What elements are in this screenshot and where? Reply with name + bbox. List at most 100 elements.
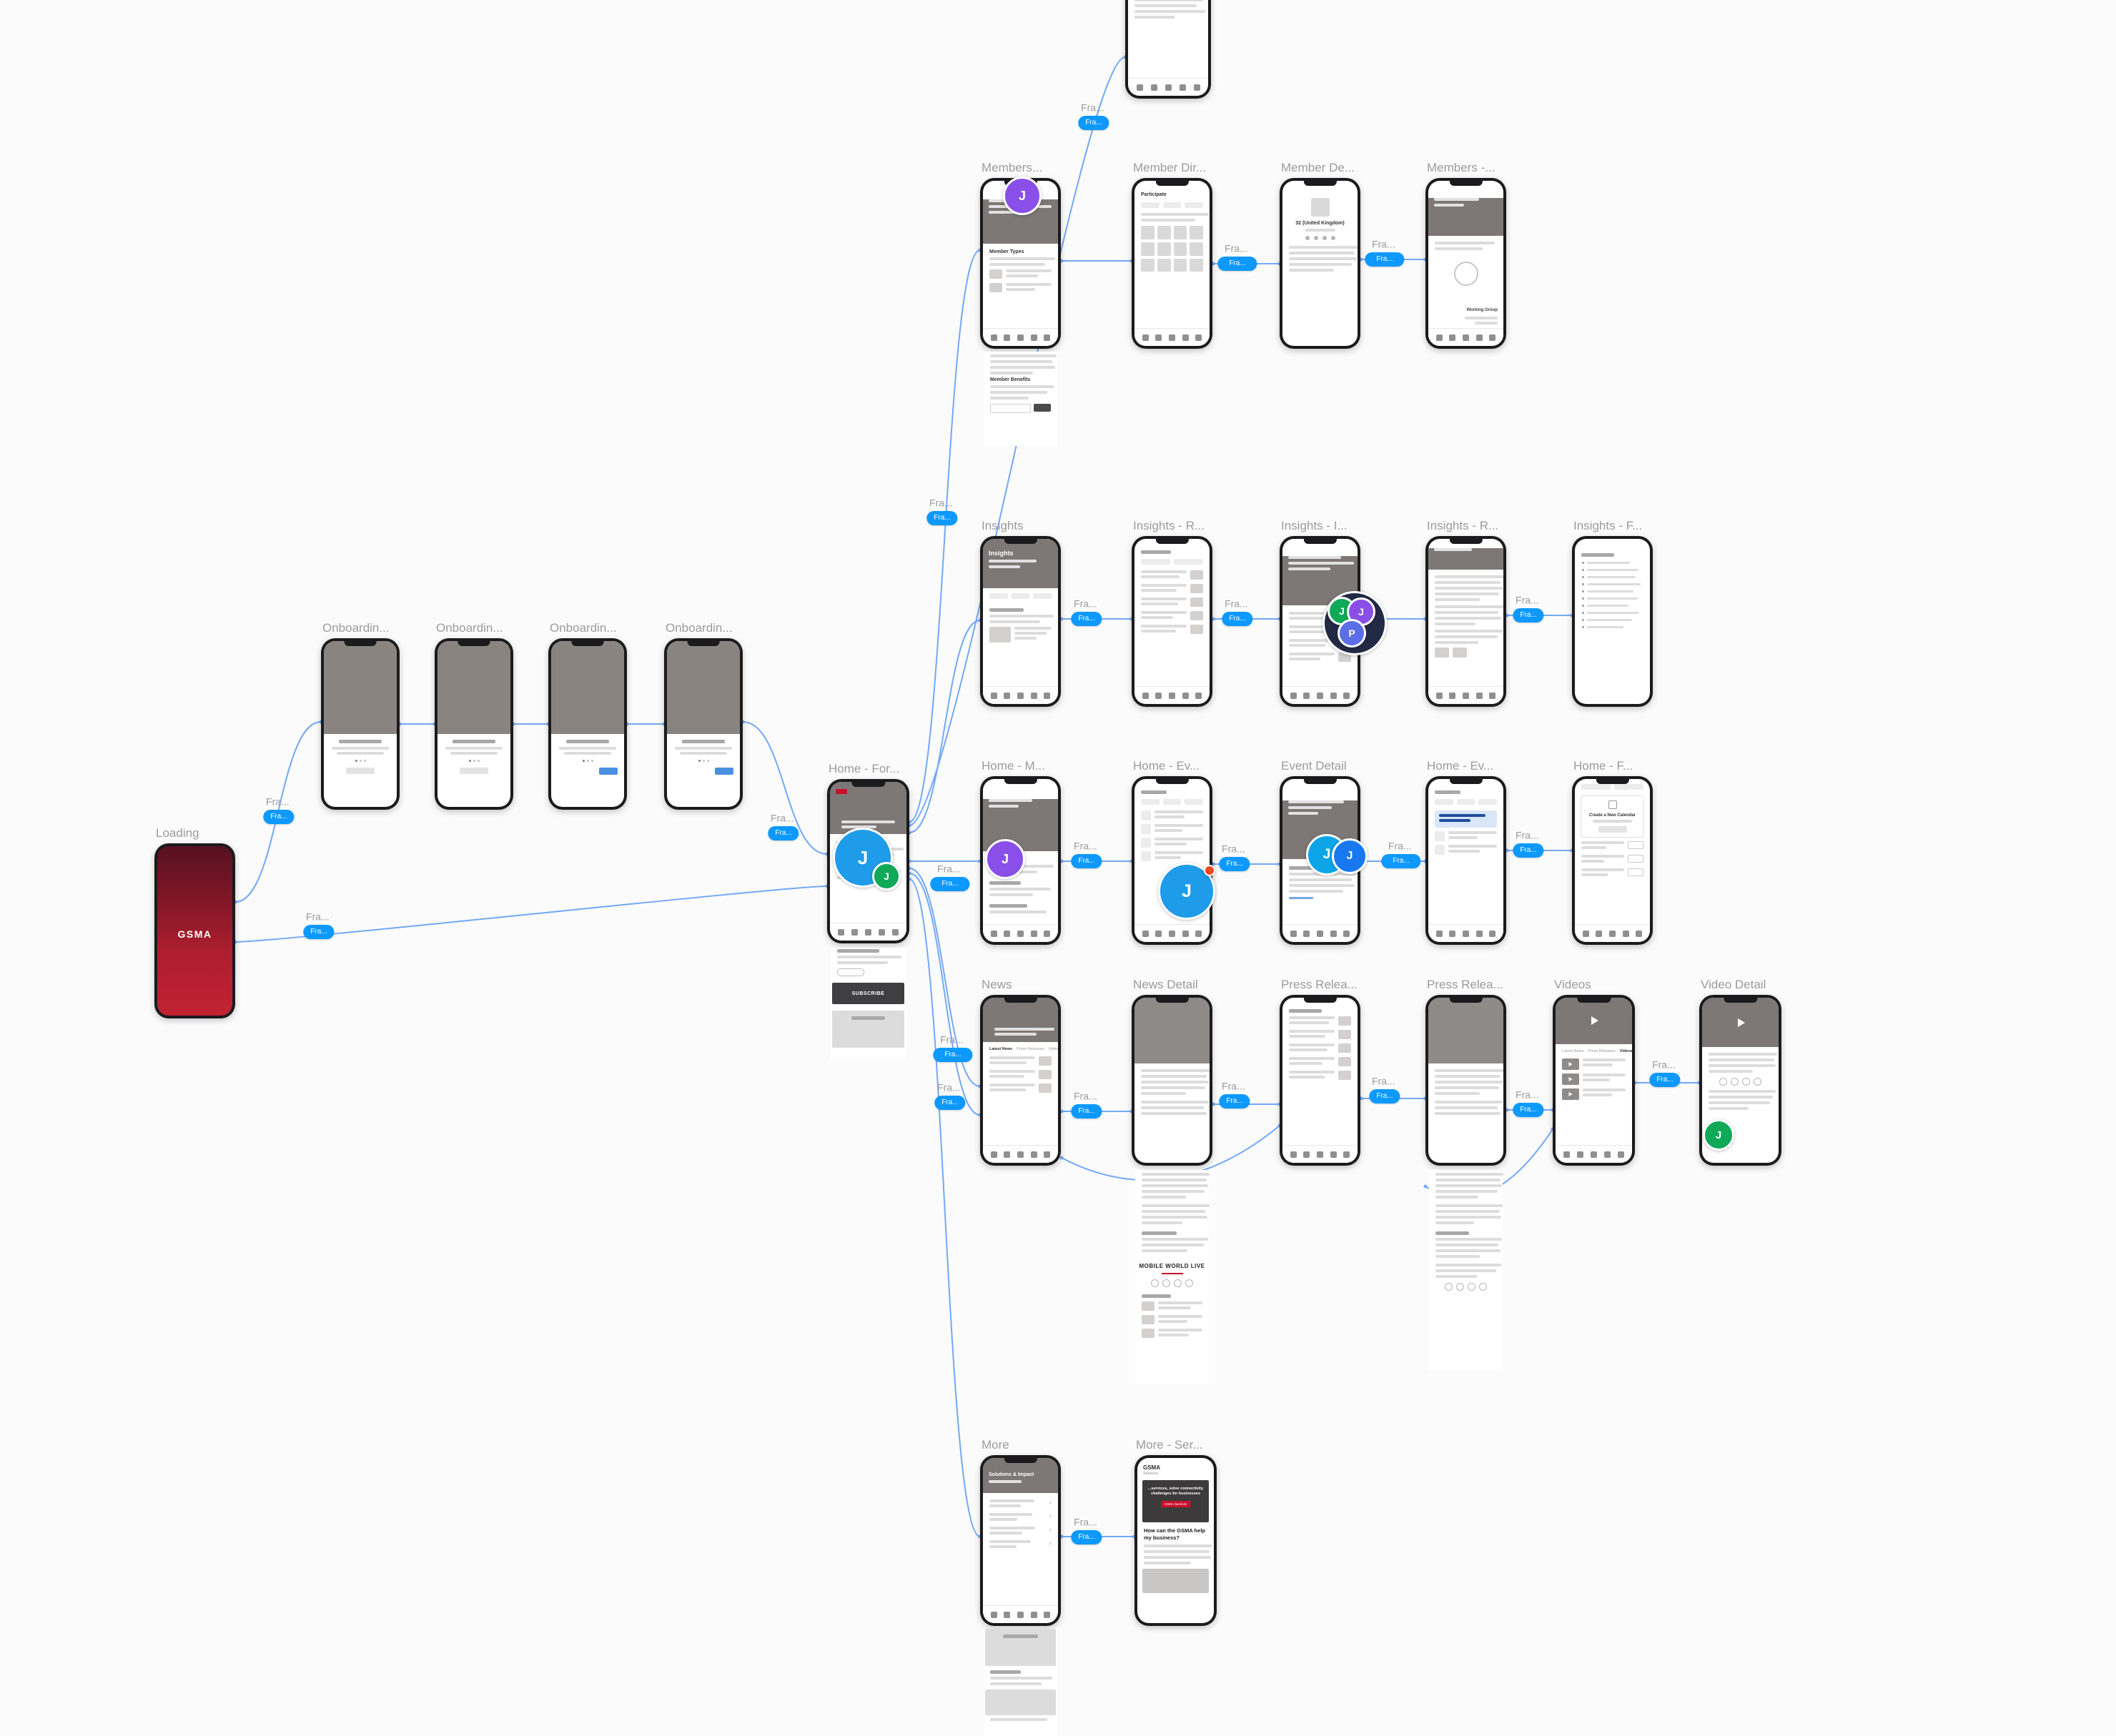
frame-title[interactable]: Onboardin... <box>436 621 503 635</box>
flow-connector-pill[interactable]: Fra... <box>303 925 335 939</box>
flow-connector-pill[interactable]: Fra... <box>1217 257 1257 271</box>
frame-title[interactable]: Event Detail <box>1281 759 1347 773</box>
frame-title[interactable]: Home - Ev... <box>1427 759 1494 773</box>
frame-title[interactable]: Press Relea... <box>1427 978 1503 991</box>
frame-title[interactable]: More - Ser... <box>1136 1438 1203 1452</box>
collaborator-avatar-j[interactable]: J <box>1332 838 1368 874</box>
next-button[interactable] <box>599 767 618 775</box>
tab[interactable] <box>1478 799 1498 805</box>
flow-connector-pill[interactable]: Fra... <box>1071 1530 1102 1544</box>
next-button[interactable] <box>715 767 733 775</box>
tab-videos[interactable]: Videos <box>1619 1048 1632 1053</box>
flow-connector-pill[interactable]: Fra... <box>1365 252 1405 267</box>
tab[interactable] <box>1141 559 1170 565</box>
tab-latest-news[interactable]: Latest News <box>989 1047 1013 1052</box>
frame-title[interactable]: Videos <box>1554 978 1591 991</box>
collaborator-avatar[interactable] <box>1204 865 1215 876</box>
flow-connector-pill[interactable]: Fra... <box>1071 854 1102 868</box>
frame-onboarding-1[interactable]: Onboardin... <box>321 621 400 810</box>
flow-connector-pill[interactable]: Fra... <box>1649 1073 1681 1087</box>
frame-title[interactable]: Insights <box>982 519 1024 532</box>
frame-title[interactable]: Members... <box>982 161 1043 174</box>
subscribe-button[interactable]: SUBSCRIBE <box>832 983 904 1004</box>
frame-home-ev1[interactable]: Home - Ev... <box>1132 759 1212 945</box>
row-button[interactable] <box>1628 841 1643 849</box>
frame-insights-r1[interactable]: Insights - R... <box>1132 519 1212 707</box>
frame-onboarding-2[interactable]: Onboardin... <box>435 621 513 810</box>
frame-title[interactable]: Onboardin... <box>666 621 733 635</box>
row-button[interactable] <box>1628 868 1643 876</box>
tab[interactable] <box>1435 799 1453 805</box>
frame-onboarding-4[interactable]: Onboardin... <box>664 621 743 810</box>
flow-connector-pill[interactable]: Fra... <box>930 877 970 891</box>
tab-press-releases[interactable]: Press Releases <box>1588 1048 1616 1053</box>
frame-title[interactable]: Home - Ev... <box>1133 759 1200 773</box>
gsma-services-button[interactable]: GSMA Services <box>1160 1501 1191 1508</box>
frame-title[interactable]: Insights - F... <box>1573 519 1643 532</box>
frame-home-ev2[interactable]: Home - Ev... <box>1425 759 1506 945</box>
frame-title[interactable]: News Detail <box>1133 978 1198 991</box>
tab[interactable] <box>1162 799 1182 805</box>
search-input[interactable] <box>990 404 1031 413</box>
flow-connector-pill[interactable]: Fra... <box>1222 612 1253 626</box>
frame-onboarding-3[interactable]: Onboardin... <box>548 621 627 810</box>
frame-member-de[interactable]: Member De...32 (United Kingdom) <box>1280 161 1360 349</box>
tab[interactable] <box>1011 593 1030 600</box>
flow-connector-pill[interactable]: Fra... <box>768 826 799 840</box>
collaborator-avatar-p[interactable]: P <box>1338 619 1366 648</box>
frame-home-f[interactable]: Home - F...Create a New Calendar <box>1572 759 1653 945</box>
frame-title[interactable]: Insights - I... <box>1281 519 1348 532</box>
frame-press-2[interactable]: Press Relea... <box>1425 978 1506 1370</box>
cta-button[interactable] <box>460 767 488 774</box>
flow-connector-pill[interactable]: Fra... <box>934 1096 966 1110</box>
tab[interactable] <box>1174 559 1203 565</box>
tab[interactable] <box>1185 799 1204 805</box>
tab[interactable] <box>1033 593 1052 600</box>
flow-connector-pill[interactable]: Fra... <box>1513 1103 1544 1117</box>
tab-videos[interactable]: Videos <box>1048 1047 1058 1052</box>
frame-title[interactable]: News <box>982 978 1012 991</box>
link-placeholder[interactable] <box>1289 897 1313 900</box>
tab[interactable] <box>1185 202 1204 208</box>
flow-connector-pill[interactable]: Fra... <box>1071 612 1102 626</box>
frame-title[interactable]: Home - M... <box>982 759 1045 773</box>
tab[interactable] <box>1614 784 1643 790</box>
frame-insights-r2[interactable]: Insights - R... <box>1425 519 1506 707</box>
collaborator-avatar-j[interactable]: J <box>1703 1119 1734 1151</box>
flow-connector-pill[interactable]: Fra... <box>1513 843 1544 858</box>
flow-connector-pill[interactable]: Fra... <box>933 1048 973 1062</box>
card-button[interactable] <box>1598 826 1627 833</box>
collaborator-avatar-j[interactable]: J <box>1003 177 1042 215</box>
frame-members-2[interactable]: Members -...Working Group <box>1425 161 1506 349</box>
frame-title[interactable]: Press Relea... <box>1281 978 1358 991</box>
tab[interactable] <box>1162 202 1182 208</box>
cta-button[interactable] <box>346 767 375 774</box>
collaborator-avatar-j[interactable]: J <box>1347 597 1375 626</box>
tab[interactable] <box>1456 799 1475 805</box>
read-more-button[interactable] <box>837 968 864 976</box>
flow-connector-pill[interactable]: Fra... <box>1513 608 1544 623</box>
frame-title[interactable]: Insights - R... <box>1427 519 1499 532</box>
frame-press-1[interactable]: Press Relea... <box>1280 978 1360 1166</box>
frame-title[interactable]: Home - For... <box>829 762 900 775</box>
frame-insights-f[interactable]: Insights - F... <box>1572 519 1653 707</box>
frame-title[interactable]: Onboardin... <box>550 621 617 635</box>
collaborator-avatar-j[interactable]: J <box>872 862 901 891</box>
frame-title[interactable]: Members -... <box>1427 161 1495 174</box>
tab[interactable] <box>989 593 1008 600</box>
tab[interactable] <box>1141 799 1160 805</box>
collaborator-avatar-j[interactable]: J <box>985 839 1025 879</box>
frame-title[interactable]: More <box>982 1438 1009 1452</box>
tab[interactable] <box>1141 202 1160 208</box>
flow-connector-pill[interactable]: Fra... <box>1219 857 1250 871</box>
row-button[interactable] <box>1628 855 1643 863</box>
flow-connector-pill[interactable]: Fra... <box>1078 116 1109 130</box>
frame-title[interactable]: Video Detail <box>1701 978 1766 991</box>
flow-connector-pill[interactable]: Fra... <box>1219 1094 1250 1108</box>
frame-title[interactable]: Member De... <box>1281 161 1355 174</box>
